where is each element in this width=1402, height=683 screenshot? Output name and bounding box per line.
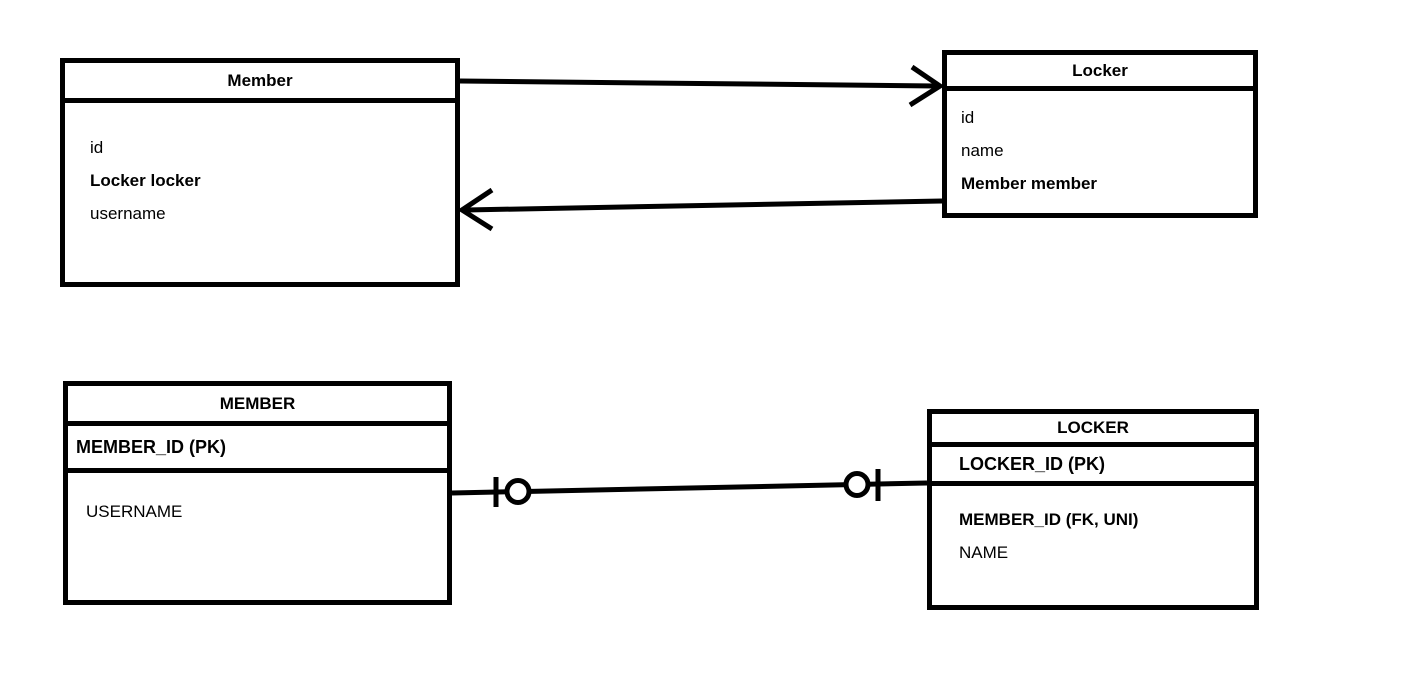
locker-field-member: Member member — [961, 174, 1098, 193]
table-relationship — [451, 469, 928, 507]
member-field-id: id — [90, 138, 104, 157]
locker-class-fields: id name Member member — [947, 91, 1253, 200]
right-zero-circle-icon — [843, 471, 871, 498]
locker-class-title: Locker — [947, 55, 1253, 91]
locker-column-member-id: MEMBER_ID (FK, UNI) — [959, 510, 1139, 529]
locker-table-pk: LOCKER_ID (PK) — [932, 447, 1254, 486]
member-table-columns: USERNAME — [68, 473, 447, 528]
arrowhead-right-icon — [908, 64, 945, 108]
member-class-fields: id Locker locker username — [65, 103, 455, 230]
locker-table-columns: MEMBER_ID (FK, UNI) NAME — [932, 486, 1254, 569]
member-table-pk: MEMBER_ID (PK) — [68, 426, 447, 473]
locker-field-id: id — [961, 108, 975, 127]
member-table-box: MEMBER MEMBER_ID (PK) USERNAME — [63, 381, 452, 605]
arrowhead-left-icon — [457, 187, 494, 232]
member-table-title: MEMBER — [68, 386, 447, 426]
locker-to-member-line — [465, 198, 943, 213]
member-class-box: Member id Locker locker username — [60, 58, 460, 287]
locker-table-box: LOCKER LOCKER_ID (PK) MEMBER_ID (FK, UNI… — [927, 409, 1259, 610]
locker-to-member-arrow — [457, 187, 943, 232]
locker-class-box: Locker id name Member member — [942, 50, 1258, 218]
member-class-title: Member — [65, 63, 455, 103]
member-to-locker-arrow — [459, 64, 945, 108]
member-column-username: USERNAME — [86, 502, 183, 521]
member-field-locker: Locker locker — [90, 171, 201, 190]
locker-column-name: NAME — [959, 543, 1009, 562]
left-zero-circle-icon — [504, 478, 532, 505]
locker-field-name: name — [961, 141, 1004, 160]
member-field-username: username — [90, 204, 166, 223]
member-to-locker-line — [459, 78, 937, 89]
locker-table-title: LOCKER — [932, 414, 1254, 447]
